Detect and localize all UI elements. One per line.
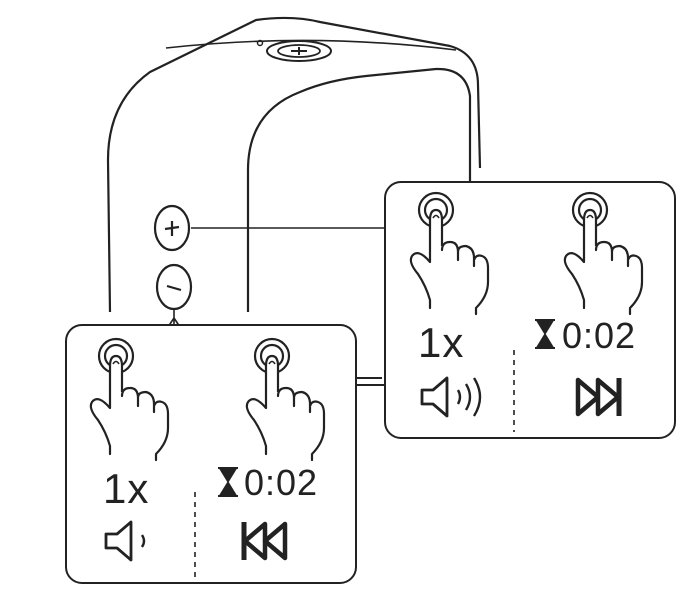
volume-down-button[interactable]: [155, 263, 193, 311]
next-track-icon: [575, 377, 622, 417]
plus-icon: [164, 221, 180, 236]
hourglass-icon: [535, 319, 555, 349]
minus-icon: [166, 284, 182, 292]
previous-track-icon: [241, 521, 288, 561]
volume-down-hold-time: 0:02: [244, 462, 319, 503]
speaker-body: [106, 16, 482, 386]
top-button[interactable]: [266, 40, 332, 62]
volume-up-button[interactable]: [153, 204, 191, 252]
volume-down-icon: [104, 520, 146, 562]
play-pause-icon: [291, 47, 307, 55]
volume-up-hold-time: 0:02: [562, 315, 637, 356]
status-led: [256, 39, 264, 47]
volume-up-panel: [384, 181, 676, 439]
volume-up-press-count: 1x: [418, 319, 465, 366]
volume-down-panel: [65, 324, 357, 584]
volume-up-icon: [420, 376, 482, 418]
volume-down-press-count: 1x: [103, 465, 150, 512]
hourglass-icon: [218, 467, 238, 497]
